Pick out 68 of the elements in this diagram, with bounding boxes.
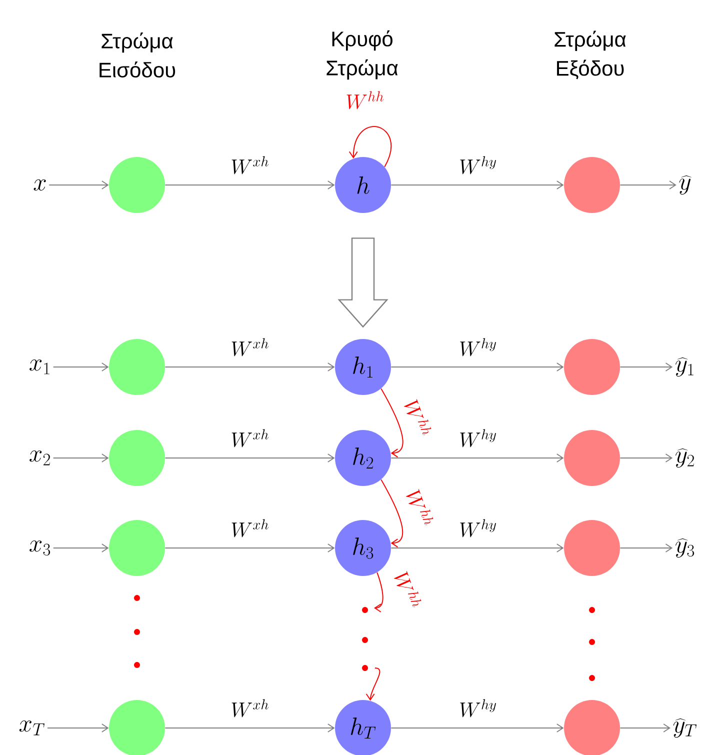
arrow xyxy=(380,479,404,548)
input-neuron xyxy=(109,520,165,576)
hidden-neuron: $h_{3}$ xyxy=(335,520,391,576)
edge-label: $W^{hh}$ xyxy=(394,571,422,608)
arrow xyxy=(620,454,673,462)
hidden-neuron: $h$ xyxy=(335,157,391,213)
edge-label: $W^{xh}$ xyxy=(232,429,268,448)
output-symbol: $\widehat{y}_{2}$ xyxy=(676,448,694,468)
arrow xyxy=(164,544,335,552)
arrow xyxy=(390,180,564,190)
input-symbol: $x_{1}$ xyxy=(30,360,50,374)
edge-label: $W^{hh}$ xyxy=(346,91,384,110)
output-neuron xyxy=(564,339,620,395)
input-neuron xyxy=(109,700,165,755)
input-neuron xyxy=(109,157,165,213)
arrow xyxy=(52,544,109,552)
input-neuron xyxy=(109,430,165,486)
input-symbol: $x$ xyxy=(34,179,46,191)
layer-heading: Κρυφό Στρώμα xyxy=(326,30,398,80)
arrow xyxy=(620,544,673,552)
arrow xyxy=(390,724,564,732)
arrow xyxy=(52,454,109,462)
arrow xyxy=(52,362,109,372)
input-symbol: $x_{2}$ xyxy=(30,450,50,466)
edge-label: $W^{hh}$ xyxy=(406,489,434,526)
edge-label: $W^{xh}$ xyxy=(232,519,268,538)
output-neuron xyxy=(564,430,620,486)
hidden-neuron: $h_{T}$ xyxy=(335,700,391,755)
edge-label: $W^{hy}$ xyxy=(460,699,496,718)
layer-heading: Στρώμα Εισόδου xyxy=(100,32,176,78)
output-neuron xyxy=(564,157,620,213)
output-symbol: $\widehat{y}$ xyxy=(679,175,692,195)
output-neuron xyxy=(564,700,620,755)
arrow xyxy=(164,724,335,732)
arrow xyxy=(380,388,404,458)
layer-heading: Στρώμα Εξόδου xyxy=(554,30,626,80)
arrow xyxy=(390,454,564,462)
edge-label: $W^{hy}$ xyxy=(460,156,496,174)
output-symbol: $\widehat{y}_{1}$ xyxy=(676,357,694,377)
arrow xyxy=(164,362,335,372)
arrow xyxy=(620,724,670,732)
edge-label: $W^{xh}$ xyxy=(232,699,268,718)
input-symbol: $x_{3}$ xyxy=(30,540,50,556)
output-symbol: $\widehat{y}_{3}$ xyxy=(676,538,694,558)
arrow xyxy=(48,180,109,190)
arrow xyxy=(620,362,673,372)
edge-label: $W^{hh}$ xyxy=(404,399,432,436)
block-arrow xyxy=(338,238,388,328)
output-neuron xyxy=(564,520,620,576)
arrow xyxy=(47,724,109,732)
edge-label: $W^{hy}$ xyxy=(460,519,496,538)
arrow xyxy=(164,180,335,190)
edge-label: $W^{hy}$ xyxy=(460,338,496,356)
arrow xyxy=(348,126,392,168)
edge-label: $W^{xh}$ xyxy=(232,156,268,174)
edge-label: $W^{hy}$ xyxy=(460,429,496,448)
hidden-neuron: $h_{1}$ xyxy=(335,339,391,395)
output-symbol: $\widehat{y}_{T}$ xyxy=(673,718,697,738)
arrow xyxy=(390,544,564,552)
edge-label: $W^{xh}$ xyxy=(232,338,268,356)
arrow xyxy=(374,572,384,612)
arrow xyxy=(620,180,676,190)
arrow xyxy=(164,454,335,462)
arrow xyxy=(390,362,564,372)
input-neuron xyxy=(109,339,165,395)
input-symbol: $x_{T}$ xyxy=(19,720,44,736)
hidden-neuron: $h_{2}$ xyxy=(335,430,391,486)
arrow xyxy=(366,668,380,701)
